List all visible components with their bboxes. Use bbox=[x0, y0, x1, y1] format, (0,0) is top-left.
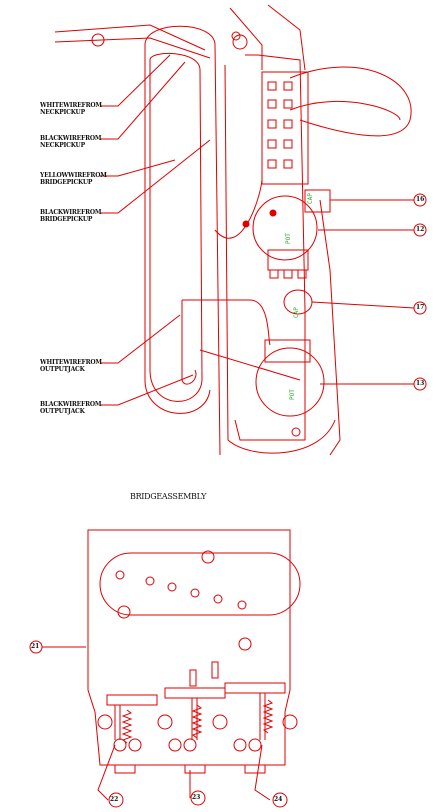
callout-13: 13 bbox=[416, 380, 425, 387]
volume-pot bbox=[252, 195, 318, 261]
callout-17: 17 bbox=[416, 304, 425, 311]
svg-text:POT: POT bbox=[285, 233, 292, 244]
neck-pocket-outline bbox=[144, 25, 221, 456]
bridge-pickup bbox=[99, 552, 301, 616]
tone-pot bbox=[255, 347, 325, 417]
mounting-screw bbox=[91, 33, 105, 47]
callout-16: 16 bbox=[416, 196, 425, 203]
selector-switch bbox=[261, 71, 309, 185]
callout-12: 12 bbox=[416, 226, 425, 233]
control-plate bbox=[234, 54, 306, 441]
saddle-1 bbox=[106, 694, 158, 706]
saddle-3 bbox=[224, 682, 286, 694]
saddle-2 bbox=[164, 687, 226, 699]
callout-21: 21 bbox=[31, 643, 40, 650]
callout-23: 23 bbox=[192, 794, 201, 801]
svg-text:CAP: CAP bbox=[293, 307, 300, 318]
callout-22: 22 bbox=[110, 796, 119, 803]
callout-24: 24 bbox=[274, 796, 283, 803]
svg-text:CAP: CAP bbox=[307, 193, 314, 204]
bridge-plate bbox=[87, 529, 291, 766]
bridge-title: BRIDGEASSEMBLY bbox=[130, 492, 207, 501]
body-edge bbox=[54, 24, 206, 51]
svg-text:POT: POT bbox=[289, 389, 296, 400]
